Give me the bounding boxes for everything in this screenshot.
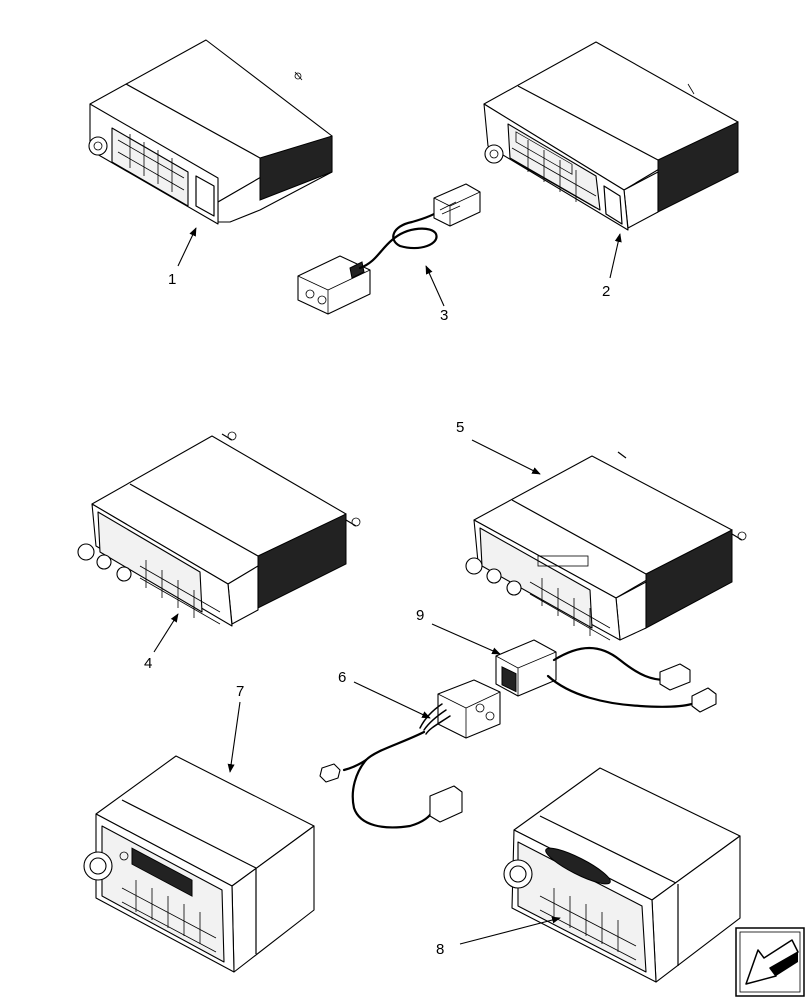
callout-4: 4 — [144, 655, 152, 672]
leader-lines — [153, 227, 622, 945]
leader-7 — [227, 701, 241, 773]
leader-8 — [459, 916, 561, 945]
callout-7: 7 — [236, 683, 244, 700]
wire-harness-part-3 — [297, 183, 481, 315]
leader-9 — [431, 623, 501, 655]
radio-unit-part-8 — [503, 767, 741, 983]
leader-6 — [353, 681, 431, 719]
radio-unit-part-1 — [88, 39, 333, 225]
return-arrow-icon[interactable] — [735, 927, 805, 997]
callout-9: 9 — [416, 607, 424, 624]
radio-unit-part-5 — [465, 451, 747, 641]
callout-6: 6 — [338, 669, 346, 686]
callout-1: 1 — [168, 271, 176, 288]
callout-5: 5 — [456, 419, 464, 436]
leader-4 — [153, 613, 179, 653]
callout-labels: 1 2 3 4 5 6 7 8 9 — [144, 271, 610, 958]
callout-8: 8 — [436, 941, 444, 958]
leader-1 — [177, 227, 197, 267]
wire-harness-part-6 — [319, 679, 501, 829]
radio-unit-part-7 — [83, 755, 315, 973]
leader-5 — [471, 439, 541, 475]
callout-3: 3 — [440, 307, 448, 324]
radio-unit-part-4 — [77, 431, 361, 627]
leader-3 — [425, 265, 445, 307]
callout-2: 2 — [602, 283, 610, 300]
wire-harness-part-9 — [495, 639, 717, 713]
radio-unit-part-2 — [483, 41, 739, 231]
leader-2 — [609, 233, 622, 279]
